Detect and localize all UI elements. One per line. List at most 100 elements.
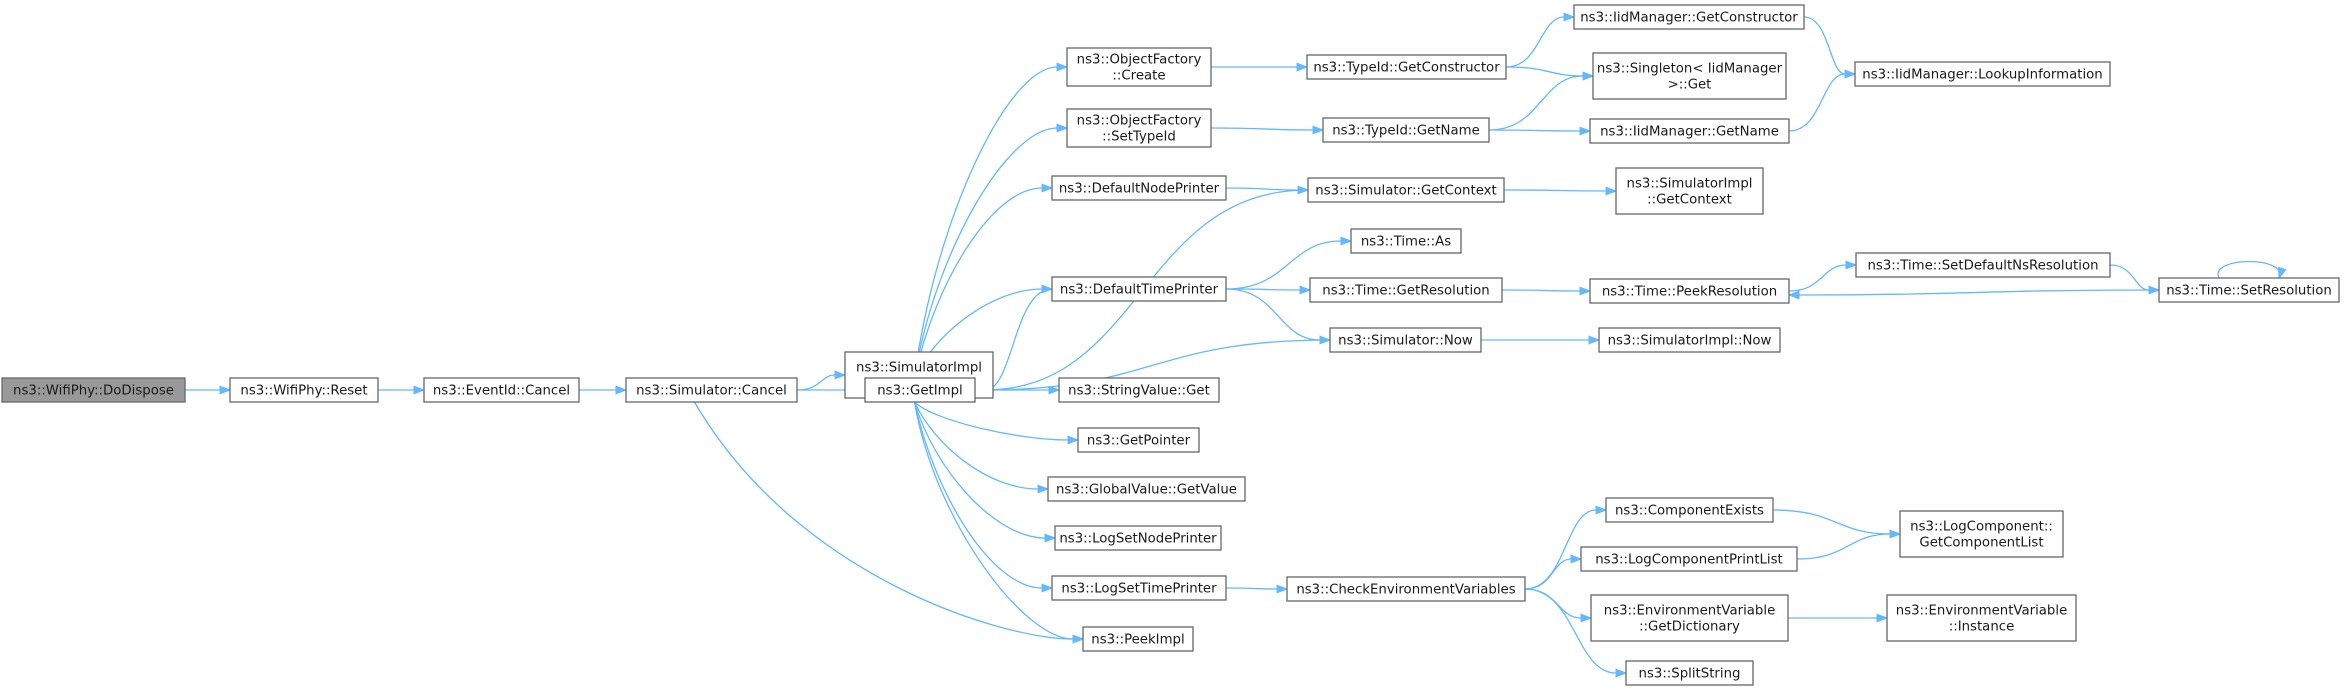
node-globalget[interactable]: ns3::GlobalValue::GetValue <box>1047 476 1246 502</box>
node-peekimpl[interactable]: ns3::PeekImpl <box>1082 626 1194 652</box>
edge-getimpl-to-ofcreate <box>913 62 1069 379</box>
node-label: ns3::Time::SetDefaultNsResolution <box>1867 259 2098 274</box>
node-label: ns3::WifiPhy::Reset <box>240 384 367 399</box>
node-label: ns3::SimulatorImpl <box>1627 177 1753 192</box>
edge-envgetdict-to-envinstance <box>1788 613 1889 623</box>
node-label: ns3::Simulator::Cancel <box>636 384 787 399</box>
node-stringget[interactable]: ns3::StringValue::Get <box>1058 377 1220 403</box>
node-logtimeprinter[interactable]: ns3::LogSetTimePrinter <box>1051 575 1227 601</box>
edge-timegetres-to-timepeekres <box>1501 286 1592 296</box>
node-simnow[interactable]: ns3::Simulator::Now <box>1329 327 1482 353</box>
edge-iidgetname-to-iidlookup <box>1788 69 1857 132</box>
node-label: ns3::Time::SetResolution <box>2166 284 2332 299</box>
node-label: ::Instance <box>1949 620 2015 635</box>
node-label: ns3::WifiPhy::DoDispose <box>13 384 174 399</box>
node-envgetdict[interactable]: ns3::EnvironmentVariable::GetDictionary <box>1590 594 1789 642</box>
node-implgetcontext[interactable]: ns3::SimulatorImpl::GetContext <box>1615 167 1764 215</box>
node-envinstance[interactable]: ns3::EnvironmentVariable::Instance <box>1886 594 2077 642</box>
node-label: ::SetTypeId <box>1102 130 1176 145</box>
node-label: ns3::GetPointer <box>1087 434 1191 449</box>
node-label: ns3::CheckEnvironmentVariables <box>1296 583 1515 598</box>
edge-eventcancel-to-simcancel <box>579 385 628 395</box>
node-getimpl[interactable]: ns3::GetImpl <box>864 377 976 403</box>
edge-simcancel-to-peekimpl <box>693 401 1085 644</box>
node-singleton[interactable]: ns3::Singleton< IidManager >::Get <box>1592 52 1787 100</box>
call-graph-nodes: ns3::WifiPhy::DoDispose ns3::WifiPhy::Res… <box>1 4 2340 686</box>
node-implnow[interactable]: ns3::SimulatorImpl::Now <box>1598 327 1781 353</box>
edge-typeidgetname-to-singleton <box>1488 71 1595 131</box>
edge-simgetcontext-to-implgetcontext <box>1503 186 1618 196</box>
node-label: ns3::GlobalValue::GetValue <box>1056 483 1237 498</box>
node-simcancel[interactable]: ns3::Simulator::Cancel <box>625 377 798 403</box>
node-label: >::Get <box>1668 78 1712 93</box>
edge-checkenv-to-compexists <box>1524 505 1608 590</box>
node-typeidgetname[interactable]: ns3::TypeId::GetName <box>1322 117 1490 143</box>
node-lognodeprinter[interactable]: ns3::LogSetNodePrinter <box>1054 525 1222 551</box>
node-ofsettypeid[interactable]: ns3::ObjectFactory::SetTypeId <box>1066 108 1212 148</box>
node-timeas[interactable]: ns3::Time::As <box>1350 228 1462 254</box>
edge-logprintlist-to-logcomplist <box>1796 529 1902 560</box>
edge-ofcreate-to-typeidgetctor <box>1211 62 1309 72</box>
edge-getimpl-to-logtimeprinter <box>913 401 1054 593</box>
node-label: ns3::SimulatorImpl <box>856 361 982 376</box>
node-label: ns3::Time::GetResolution <box>1322 284 1489 299</box>
edge-timesetres-to-timesetres <box>2217 260 2287 280</box>
edge-reset-to-eventcancel <box>378 385 426 395</box>
node-label: ns3::ObjectFactory <box>1077 114 1202 129</box>
node-label: ns3::LogSetTimePrinter <box>1061 582 1217 597</box>
node-label: ns3::TypeId::GetName <box>1332 124 1480 139</box>
node-label: ::GetContext <box>1647 193 1732 208</box>
node-timesetdefns[interactable]: ns3::Time::SetDefaultNsResolution <box>1855 252 2111 278</box>
edge-logtimeprinter-to-checkenv <box>1225 584 1289 594</box>
edge-getimpl-to-peekimpl <box>913 401 1085 644</box>
node-simgetcontext[interactable]: ns3::Simulator::GetContext <box>1307 177 1505 203</box>
edge-getimpl-to-lognodeprinter <box>913 401 1057 543</box>
node-splitstring[interactable]: ns3::SplitString <box>1625 660 1754 686</box>
node-label: ns3::IidManager::LookupInformation <box>1862 68 2102 83</box>
edge-timesetres-to-timepeekres <box>1787 289 2160 300</box>
node-checkenv[interactable]: ns3::CheckEnvironmentVariables <box>1286 576 1526 602</box>
edge-checkenv-to-logprintlist <box>1524 554 1583 590</box>
node-dodispose[interactable]: ns3::WifiPhy::DoDispose <box>1 377 186 403</box>
node-label: ns3::IidManager::GetName <box>1600 125 1779 140</box>
node-reset[interactable]: ns3::WifiPhy::Reset <box>229 377 379 403</box>
node-iidgetname[interactable]: ns3::IidManager::GetName <box>1589 118 1790 144</box>
edge-simnow-to-implnow <box>1481 335 1601 345</box>
node-iidgetctor[interactable]: ns3::IidManager::GetConstructor <box>1573 4 1805 30</box>
node-timepeekres[interactable]: ns3::Time::PeekResolution <box>1589 278 1790 304</box>
node-compexists[interactable]: ns3::ComponentExists <box>1605 497 1774 523</box>
node-label: ns3::Singleton< IidManager <box>1597 62 1783 77</box>
node-logprintlist[interactable]: ns3::LogComponentPrintList <box>1580 546 1798 572</box>
node-label: ns3::Time::PeekResolution <box>1602 285 1777 300</box>
edge-typeidgetctor-to-iidgetctor <box>1505 12 1576 68</box>
edge-simcancel-to-implcancel <box>796 370 847 391</box>
node-timegetres[interactable]: ns3::Time::GetResolution <box>1309 277 1503 303</box>
node-label: ns3::EnvironmentVariable <box>1896 604 2068 619</box>
node-label: ::Create <box>1112 69 1165 84</box>
node-logcomplist[interactable]: ns3::LogComponent::GetComponentList <box>1899 510 2064 558</box>
node-iidlookup[interactable]: ns3::IidManager::LookupInformation <box>1854 61 2111 87</box>
edge-typeidgetname-to-iidgetname <box>1488 126 1592 136</box>
edge-iidgetctor-to-iidlookup <box>1803 16 1857 79</box>
edge-deftimeprinter-to-timeas <box>1225 236 1353 290</box>
node-label: ns3::DefaultTimePrinter <box>1060 283 1219 298</box>
edge-deftimeprinter-to-timegetres <box>1225 285 1312 295</box>
node-eventcancel[interactable]: ns3::EventId::Cancel <box>423 377 580 403</box>
edge-ofsettypeid-to-typeidgetname <box>1210 125 1325 135</box>
edge-getimpl-to-defnodeprinter <box>913 183 1054 379</box>
edge-getimpl-to-globalget <box>913 401 1050 494</box>
node-label: ns3::StringValue::Get <box>1068 384 1210 399</box>
node-deftimeprinter[interactable]: ns3::DefaultTimePrinter <box>1051 276 1227 302</box>
node-label: ns3::SplitString <box>1639 667 1741 682</box>
node-timesetres[interactable]: ns3::Time::SetResolution <box>2158 277 2340 303</box>
node-getpointer[interactable]: ns3::GetPointer <box>1077 427 1200 453</box>
node-label: ns3::Time::As <box>1361 235 1451 250</box>
node-defnodeprinter[interactable]: ns3::DefaultNodePrinter <box>1051 175 1227 201</box>
node-typeidgetctor[interactable]: ns3::TypeId::GetConstructor <box>1306 54 1507 80</box>
node-label: ns3::TypeId::GetConstructor <box>1313 61 1500 76</box>
node-label: ns3::LogComponentPrintList <box>1595 553 1783 568</box>
node-ofcreate[interactable]: ns3::ObjectFactory::Create <box>1066 47 1212 87</box>
edge-dodispose-to-reset <box>185 385 232 395</box>
edge-timepeekres-to-timesetdefns <box>1788 260 1858 292</box>
